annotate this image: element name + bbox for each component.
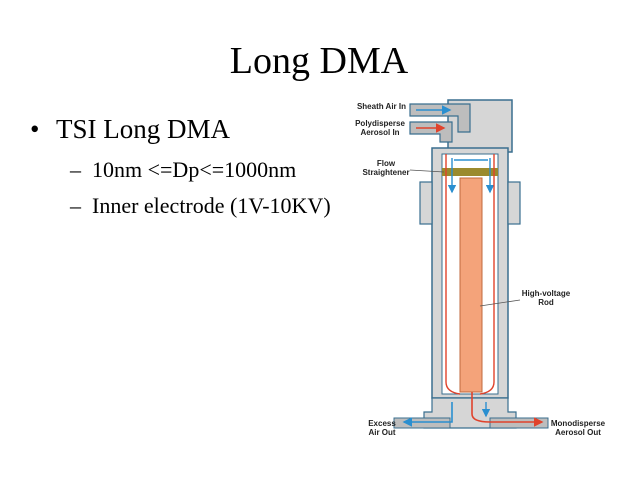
label-excess: Excess	[368, 419, 396, 428]
excess-flow-arrow	[402, 402, 453, 427]
aerosol-inlet-pipe	[409, 121, 453, 143]
dash-icon: –	[70, 157, 81, 182]
right-flange	[507, 181, 521, 225]
sheath-inlet-pipe	[409, 103, 471, 133]
monodisperse-flow-arrow	[471, 392, 544, 427]
monodisperse-pipe	[489, 417, 549, 429]
hv-leader	[479, 299, 521, 307]
flow-straightener	[442, 168, 498, 176]
long-dma-diagram: Sheath Air In Polydisperse Aerosol In Fl…	[355, 99, 606, 437]
sub-bullet-electrode-text: Inner electrode (1V-10KV)	[92, 193, 331, 218]
bullet-main-text: TSI Long DMA	[56, 114, 230, 144]
label-aerosol-out: Aerosol Out	[555, 428, 601, 437]
label-high-voltage: High-voltage	[522, 289, 571, 298]
sub-bullet-range-text: 10nm <=Dp<=1000nm	[92, 157, 297, 182]
label-sheath-air-in: Sheath Air In	[357, 102, 406, 111]
label-air-out: Air Out	[368, 428, 395, 437]
excess-air-pipe	[393, 417, 451, 429]
label-aerosol-in: Aerosol In	[360, 128, 399, 137]
flow-leader	[409, 169, 445, 173]
bullet-dot-icon: •	[30, 114, 40, 144]
aerosol-path-left	[445, 154, 461, 395]
sub-bullet-range: –10nm <=Dp<=1000nm	[70, 156, 296, 184]
sub-bullet-electrode: –Inner electrode (1V-10KV)	[70, 192, 331, 220]
label-monodisperse: Monodisperse	[551, 419, 606, 428]
left-flange	[419, 181, 433, 225]
label-rod: Rod	[538, 298, 554, 307]
bullet-main: • TSI Long DMA	[30, 112, 230, 146]
aerosol-path-right	[479, 154, 495, 395]
high-voltage-rod	[459, 177, 483, 393]
dash-icon: –	[70, 193, 81, 218]
label-straightener: Straightener	[362, 168, 409, 177]
label-polydisperse: Polydisperse	[355, 119, 405, 128]
slide-title: Long DMA	[229, 40, 409, 82]
label-flow: Flow	[377, 159, 396, 168]
